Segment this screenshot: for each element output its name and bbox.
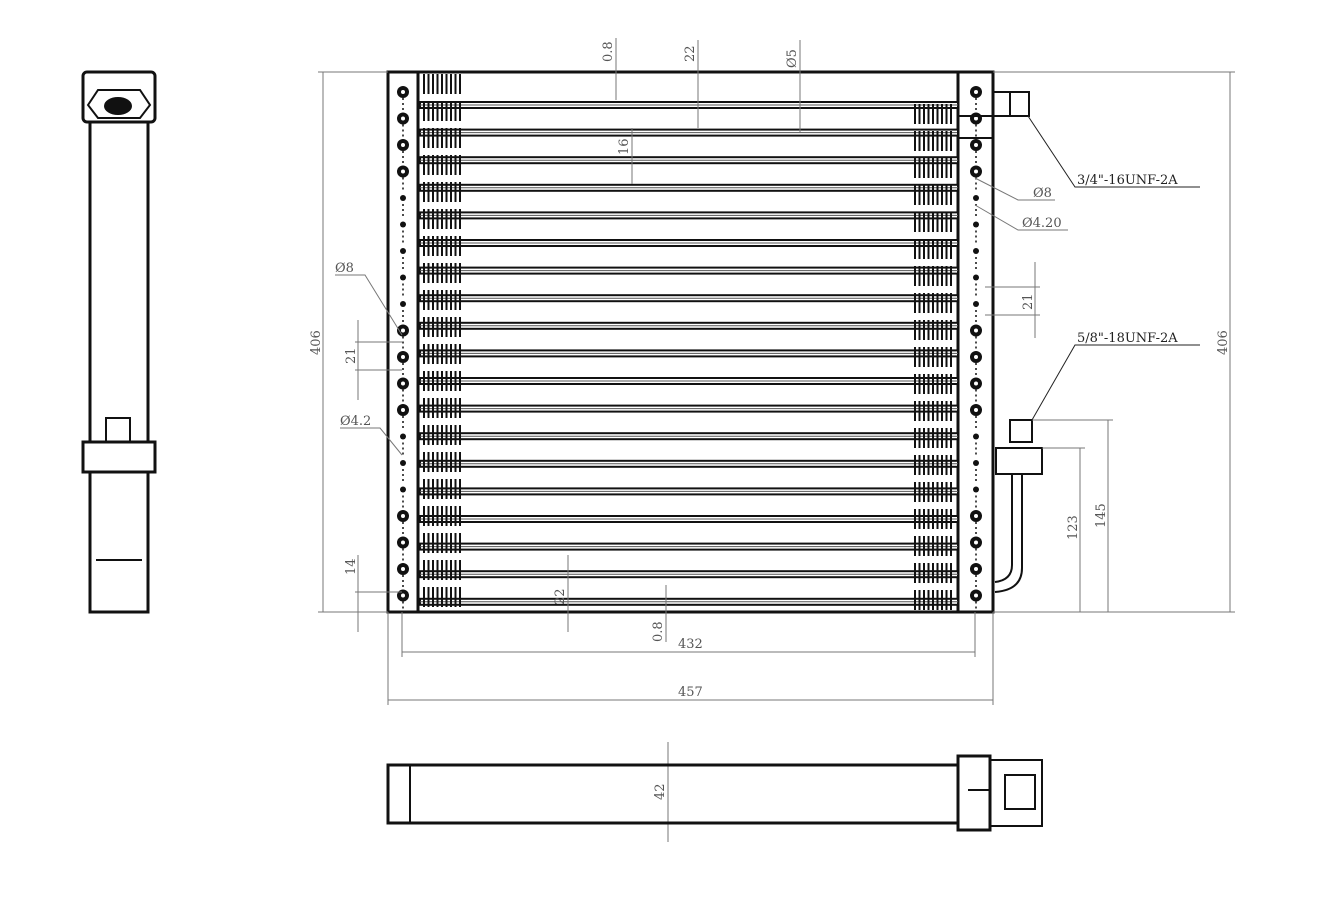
small-hole [400,460,406,466]
small-hole [400,195,406,201]
dim-fin-top: 0.8 [601,41,616,62]
dim-tube-dia: Ø5 [785,49,800,68]
small-hole [400,248,406,254]
hole-center [974,143,978,147]
callout-inlet-fitting: 3/4"-16UNF-2A [1077,173,1178,188]
dim-height-right: 406 [1216,330,1231,355]
dim-hole-pitch-left: 21 [344,347,359,364]
hole-center [401,169,405,174]
dim-height-left: 406 [309,330,324,355]
dim-pitch-bottom: 22 [553,588,568,605]
hole-center [974,169,978,174]
callout-outlet-fitting: 5/8"-18UNF-2A [1077,331,1178,346]
hole-center [974,116,978,121]
small-hole [400,301,406,307]
small-hole [400,274,406,281]
dim-hole-big-right: Ø8 [1033,186,1052,201]
small-hole [973,221,979,228]
small-hole [973,248,979,254]
dim-fin-bottom: 0.8 [651,621,666,642]
hole-center [401,593,405,598]
small-hole [400,486,406,493]
hole-center [974,328,978,333]
bottom-view [386,754,1043,832]
hole-center [401,328,405,333]
hole-center [401,355,405,359]
small-hole [973,195,979,201]
dim-hole-big-left: Ø8 [335,261,354,276]
small-hole [400,433,406,440]
hole-center [974,355,978,359]
hole-center [401,408,405,412]
hole-center [401,540,405,545]
hole-center [974,567,978,571]
hole-center [974,408,978,412]
dim-inner-width: 432 [678,637,703,652]
dim-pitch-top: 22 [683,45,698,62]
hole-center [401,116,405,121]
dim-tube-gap: 16 [617,138,632,155]
dim-fitting-high: 145 [1094,503,1109,528]
front-view [386,70,1043,616]
dim-hole-small-right: Ø4.20 [1022,216,1062,231]
dim-hole-small-left: Ø4.2 [340,414,371,429]
dim-hole-pitch-right: 21 [1021,293,1036,310]
small-hole [973,460,979,466]
small-hole [973,486,979,493]
small-hole [973,433,979,440]
dimension-lines [318,38,1235,842]
small-hole [973,274,979,281]
hole-center [974,381,978,386]
hole-center [974,514,978,518]
hole-center [401,514,405,518]
hole-center [401,567,405,571]
hole-center [401,381,405,386]
hole-center [974,90,978,94]
side-view [81,70,157,614]
hole-center [974,593,978,598]
small-hole [973,301,979,307]
dim-overall-width: 457 [678,685,703,700]
hole-center [974,540,978,545]
small-hole [400,221,406,228]
hole-center [401,143,405,147]
hole-center [401,90,405,94]
dim-fitting-low: 123 [1066,515,1081,540]
dim-depth: 42 [653,783,668,800]
dim-bottom-offset: 14 [344,558,359,575]
